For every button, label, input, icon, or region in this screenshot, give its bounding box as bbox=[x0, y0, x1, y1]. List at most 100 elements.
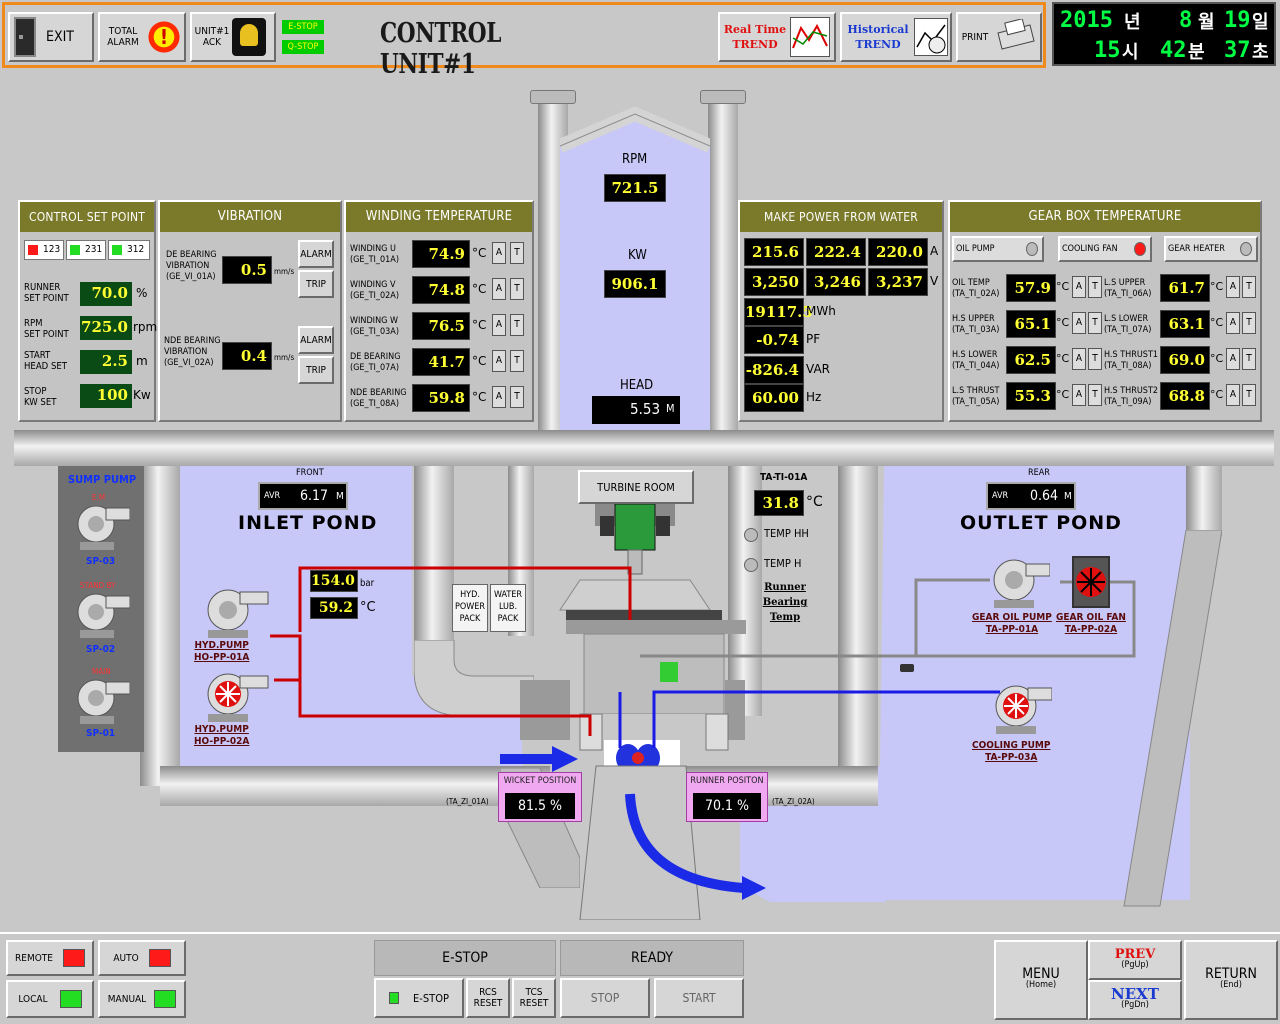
gear-left-unit: °C bbox=[1056, 388, 1070, 401]
manual-button[interactable]: MANUAL bbox=[98, 980, 186, 1018]
gear-right-trip-toggle[interactable]: T bbox=[1242, 384, 1256, 406]
cooling-fan-lamp bbox=[1134, 242, 1146, 256]
gear-left-trip-toggle[interactable]: T bbox=[1088, 276, 1102, 298]
wicket-position-value: 81.5 % bbox=[505, 793, 575, 819]
local-button[interactable]: LOCAL bbox=[6, 980, 94, 1018]
valve-icon bbox=[900, 664, 914, 672]
head-value-box: 5.53 M bbox=[592, 396, 680, 424]
runner-bearing-temp-value: 31.8 bbox=[754, 490, 804, 516]
winding-row-unit: °C bbox=[472, 390, 487, 404]
clock-hour: 15 bbox=[1094, 38, 1121, 63]
winding-trip-toggle[interactable]: T bbox=[510, 242, 524, 264]
stop-button[interactable]: STOP bbox=[560, 978, 650, 1018]
qstop-lamp: Q-STOP bbox=[282, 40, 324, 54]
sump-pump-3-icon[interactable] bbox=[66, 500, 130, 554]
gear-left-alarm-toggle[interactable]: A bbox=[1072, 384, 1086, 406]
gear-left-trip-toggle[interactable]: T bbox=[1088, 312, 1102, 334]
prev-button[interactable]: PREV(PgUp) bbox=[1088, 940, 1182, 980]
outlet-outer-pipe-diag bbox=[1123, 530, 1222, 907]
volt-2: 3,246 bbox=[806, 268, 866, 296]
estop-button[interactable]: E-STOP bbox=[374, 978, 464, 1018]
amp-1: 215.6 bbox=[744, 238, 804, 266]
mode-indicator-1[interactable]: 123 bbox=[24, 240, 64, 260]
gear-left-unit: °C bbox=[1056, 352, 1070, 365]
var-value: -826.4 bbox=[744, 356, 804, 384]
gear-left-alarm-toggle[interactable]: A bbox=[1072, 312, 1086, 334]
exit-button[interactable]: EXIT bbox=[8, 12, 94, 62]
winding-trip-toggle[interactable]: T bbox=[510, 314, 524, 336]
gear-oil-pump-icon[interactable] bbox=[982, 556, 1050, 610]
rpm-label: RPM bbox=[622, 152, 648, 167]
winding-alarm-toggle[interactable]: A bbox=[492, 278, 506, 300]
gear-heater-lamp bbox=[1240, 242, 1252, 256]
nde-trip-button[interactable]: TRIP bbox=[298, 356, 334, 384]
return-button[interactable]: RETURN(End) bbox=[1184, 940, 1278, 1020]
outlet-level-value: 0.64 bbox=[1030, 488, 1059, 504]
gear-left-trip-toggle[interactable]: T bbox=[1088, 384, 1102, 406]
remote-button[interactable]: REMOTE bbox=[6, 940, 94, 976]
gear-right-alarm-toggle[interactable]: A bbox=[1226, 312, 1240, 334]
winding-trip-toggle[interactable]: T bbox=[510, 386, 524, 408]
rpm-set-point[interactable]: 725.0 bbox=[80, 316, 132, 340]
winding-row-label: WINDING V(GE_TI_02A) bbox=[350, 280, 399, 301]
gear-right-alarm-toggle[interactable]: A bbox=[1226, 276, 1240, 298]
nde-alarm-button[interactable]: ALARM bbox=[298, 326, 334, 354]
winding-alarm-toggle[interactable]: A bbox=[492, 386, 506, 408]
de-alarm-button[interactable]: ALARM bbox=[298, 240, 334, 268]
print-button[interactable]: PRINT bbox=[956, 12, 1042, 62]
stop-kw-set[interactable]: 100 bbox=[80, 384, 132, 408]
winding-trip-toggle[interactable]: T bbox=[510, 278, 524, 300]
cooling-pump-icon[interactable] bbox=[984, 680, 1052, 736]
winding-row-unit: °C bbox=[472, 282, 487, 296]
turbine-room-button[interactable]: TURBINE ROOM bbox=[578, 470, 694, 504]
gear-left-alarm-toggle[interactable]: A bbox=[1072, 348, 1086, 370]
volt-3: 3,237 bbox=[868, 268, 928, 296]
hydraulic-oil-line bbox=[270, 566, 632, 736]
temp-hh-lamp bbox=[744, 528, 758, 542]
de-trip-button[interactable]: TRIP bbox=[298, 270, 334, 298]
outlet-pipe-vertical bbox=[838, 466, 878, 766]
sump-pump-1-icon[interactable] bbox=[66, 674, 130, 728]
gear-right-trip-toggle[interactable]: T bbox=[1242, 348, 1256, 370]
mode-indicator-3[interactable]: 312 bbox=[108, 240, 150, 260]
hyd-pressure-value: 154.0 bbox=[310, 570, 358, 592]
inlet-pond-label: INLET POND bbox=[238, 512, 378, 534]
hyd-pump-2-icon[interactable] bbox=[194, 668, 270, 724]
start-button[interactable]: START bbox=[654, 978, 744, 1018]
gear-left-trip-toggle[interactable]: T bbox=[1088, 348, 1102, 370]
runner-set-point[interactable]: 70.0 bbox=[80, 282, 132, 306]
gear-right-alarm-toggle[interactable]: A bbox=[1226, 384, 1240, 406]
winding-alarm-toggle[interactable]: A bbox=[492, 314, 506, 336]
gear-right-trip-toggle[interactable]: T bbox=[1242, 276, 1256, 298]
control-set-point-title: CONTROL SET POINT bbox=[20, 202, 154, 232]
gear-left-value: 57.9 bbox=[1006, 274, 1056, 302]
auto-button[interactable]: AUTO bbox=[98, 940, 186, 976]
clock-min: 42 bbox=[1160, 38, 1187, 63]
head-value: 5.53 bbox=[630, 400, 661, 418]
pf-value: -0.74 bbox=[744, 326, 804, 354]
gear-left-alarm-toggle[interactable]: A bbox=[1072, 276, 1086, 298]
volt-1: 3,250 bbox=[744, 268, 804, 296]
sump-pump-2-icon[interactable] bbox=[66, 588, 130, 642]
gear-right-value: 69.0 bbox=[1160, 346, 1210, 374]
start-head-set[interactable]: 2.5 bbox=[80, 350, 132, 374]
winding-alarm-toggle[interactable]: A bbox=[492, 350, 506, 372]
gear-oil-fan-icon[interactable] bbox=[1072, 556, 1110, 608]
winding-alarm-toggle[interactable]: A bbox=[492, 242, 506, 264]
mode-indicator-2[interactable]: 231 bbox=[66, 240, 106, 260]
gear-right-trip-toggle[interactable]: T bbox=[1242, 312, 1256, 334]
next-button[interactable]: NEXT(PgDn) bbox=[1088, 980, 1182, 1020]
gear-right-alarm-toggle[interactable]: A bbox=[1226, 348, 1240, 370]
hyd-pump-1-icon[interactable] bbox=[194, 584, 270, 640]
winding-trip-toggle[interactable]: T bbox=[510, 350, 524, 372]
menu-button[interactable]: MENU(Home) bbox=[994, 940, 1088, 1020]
